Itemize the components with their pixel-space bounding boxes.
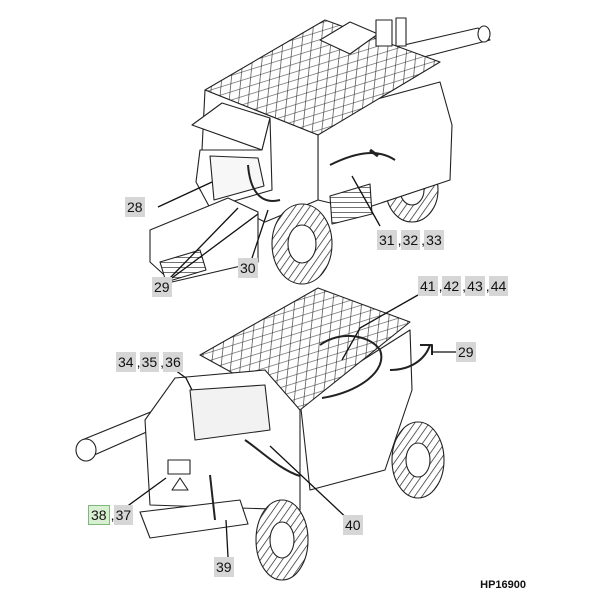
bottom-combine <box>75 287 445 581</box>
callout-separator: , <box>110 507 115 523</box>
callout-28: 28 <box>125 197 146 217</box>
callout-number: 29 <box>152 277 172 297</box>
callout-31-33: 31,32,33 <box>377 230 445 250</box>
callout-separator: , <box>438 278 443 294</box>
callout-number: 34 <box>116 352 136 372</box>
callout-number: 33 <box>424 230 444 250</box>
callout-number: 31 <box>377 230 397 250</box>
callout-separator: , <box>160 354 165 370</box>
callout-34-36: 34,35,36 <box>116 352 184 372</box>
leader-lines-top <box>157 175 381 279</box>
callout-separator: , <box>462 278 467 294</box>
callout-separator: , <box>397 232 402 248</box>
callout-40: 40 <box>343 515 364 535</box>
callout-38-37: 38,37 <box>88 505 134 525</box>
callout-number: 39 <box>214 557 234 577</box>
callout-separator: , <box>421 232 426 248</box>
callout-30: 30 <box>238 258 259 278</box>
callout-number: 36 <box>163 352 183 372</box>
callout-number: 44 <box>488 276 509 296</box>
callout-number: 43 <box>465 276 485 296</box>
callout-number: 29 <box>456 342 476 362</box>
figure-id: HP16900 <box>480 579 526 591</box>
callout-number-highlighted: 38 <box>88 505 110 525</box>
callout-number: 37 <box>113 505 134 525</box>
callout-separator: , <box>136 354 141 370</box>
callout-41-44: 41,42,43,44 <box>418 276 509 296</box>
callout-39: 39 <box>214 557 235 577</box>
callout-separator: , <box>485 278 490 294</box>
callout-number: 32 <box>400 230 421 250</box>
callout-number: 28 <box>125 197 145 217</box>
callout-number: 42 <box>441 276 462 296</box>
callout-number: 35 <box>139 352 160 372</box>
top-combine <box>149 17 491 285</box>
callout-number: 40 <box>343 515 363 535</box>
callout-number: 30 <box>238 258 258 278</box>
callout-number: 41 <box>418 276 438 296</box>
callout-29-bottom: 29 <box>456 342 477 362</box>
callout-29-top: 29 <box>152 277 173 297</box>
